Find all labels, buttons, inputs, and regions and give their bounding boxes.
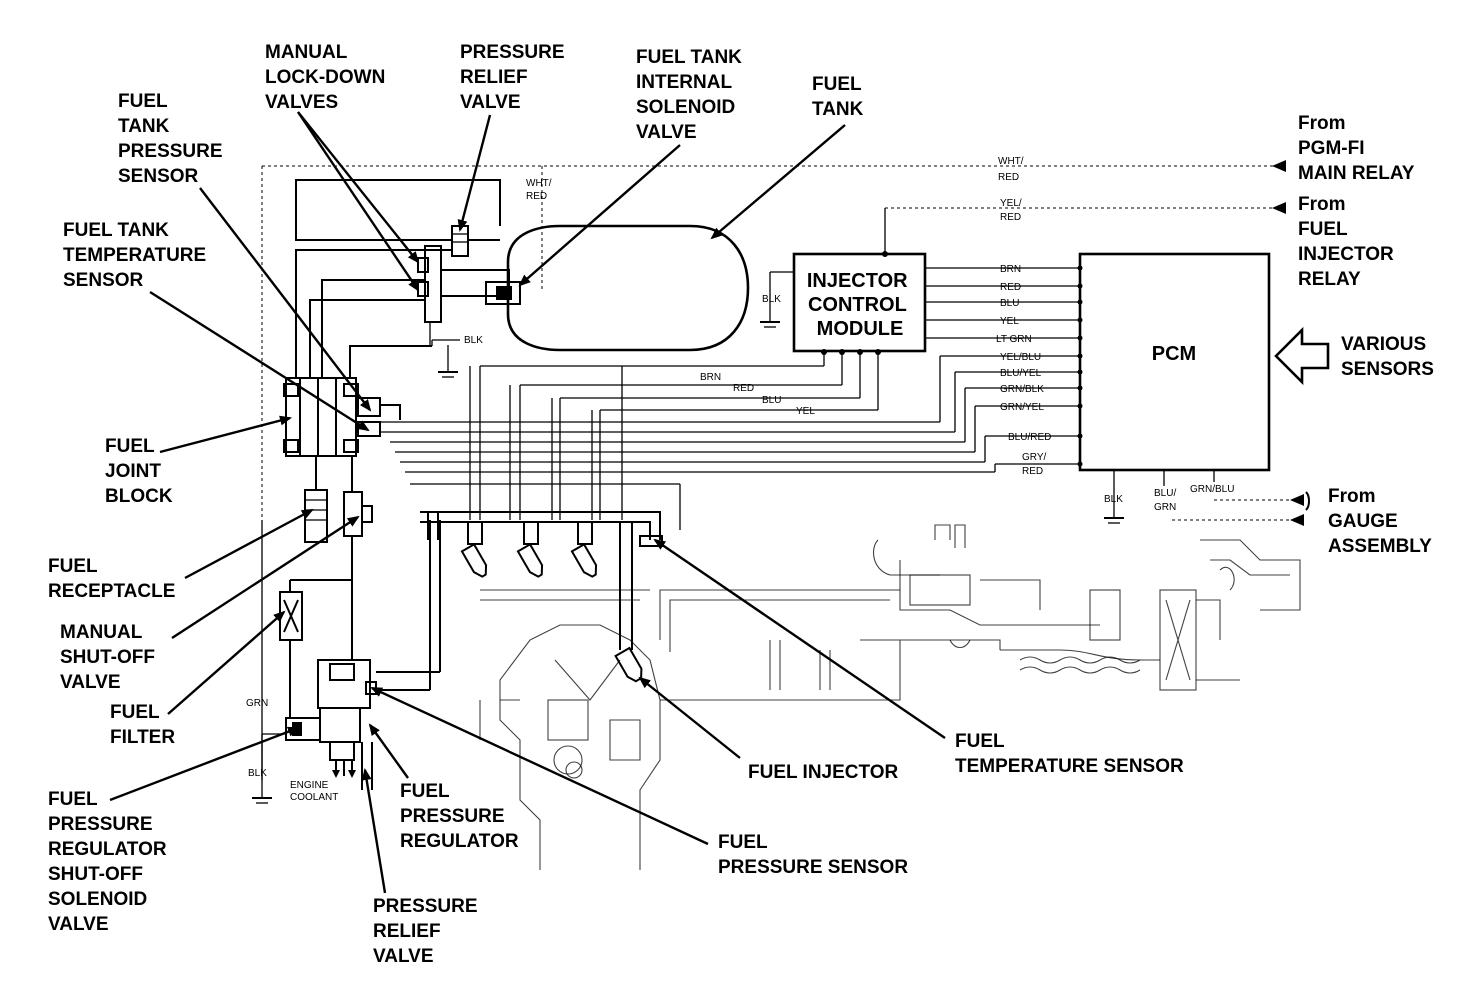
leader-fuel-receptacle bbox=[184, 508, 314, 580]
fuel-joint-block bbox=[283, 377, 401, 457]
leader-fuel-tank bbox=[710, 124, 846, 240]
wire-label-blk-icm: BLK bbox=[762, 294, 781, 305]
wire-label-grn-yel: GRN/YEL bbox=[1000, 402, 1044, 413]
wire-label-yel-red: YEL/ RED bbox=[1000, 198, 1024, 223]
label-fuel-injector: FUEL INJECTOR bbox=[748, 762, 899, 783]
wire-label-blu-yel: BLU/YEL bbox=[1000, 368, 1042, 379]
fuel-tank bbox=[506, 224, 750, 352]
leader-lock-down-valve-1 bbox=[297, 111, 420, 264]
leader-tank-solenoid bbox=[518, 144, 681, 287]
wire-label-blk-pcm: BLK bbox=[1104, 494, 1123, 505]
wire-label-blu: BLU bbox=[1000, 298, 1019, 309]
icm-pcm-wires bbox=[925, 265, 1083, 341]
manual-shut-off-valve bbox=[290, 456, 373, 581]
wire-label-grn-blu: GRN/BLU bbox=[1190, 484, 1234, 495]
label-fuel-tank-internal-solenoid-valve: FUEL TANK INTERNAL SOLENOID VALVE bbox=[636, 47, 747, 143]
wire-label-inj-yel: YEL bbox=[796, 406, 815, 417]
label-from-gauge-assembly: From GAUGE ASSEMBLY bbox=[1328, 486, 1432, 557]
tank-valve-assembly bbox=[417, 225, 521, 346]
arrow-from-main-relay bbox=[1272, 160, 1286, 172]
sensor-wire-bundle bbox=[380, 356, 996, 530]
pcm bbox=[1078, 252, 1271, 472]
leader-pressure-relief-top bbox=[457, 114, 492, 232]
fuel-injector-2 bbox=[516, 521, 544, 578]
wire-label-gry-red: GRY/ RED bbox=[1022, 452, 1049, 477]
leader-tank-pressure-sensor bbox=[199, 187, 372, 412]
label-fuel-joint-block: FUEL JOINT BLOCK bbox=[105, 436, 173, 507]
leader-fuel-temperature-sensor bbox=[653, 538, 946, 739]
label-from-fuel-injector-relay: From FUEL INJECTOR RELAY bbox=[1298, 194, 1399, 290]
label-fuel-tank-pressure-sensor: FUEL TANK PRESSURE SENSOR bbox=[118, 91, 228, 187]
label-fuel-pressure-regulator: FUEL PRESSURE REGULATOR bbox=[400, 781, 519, 852]
leader-regulator-shut-off bbox=[109, 726, 300, 802]
label-fuel-tank: FUEL TANK bbox=[812, 74, 867, 120]
wire-label-blk-tank: BLK bbox=[464, 335, 483, 346]
wire-label-wht-red-top: WHT/ RED bbox=[998, 156, 1026, 183]
label-pressure-relief-valve-top: PRESSURE RELIEF VALVE bbox=[460, 42, 570, 113]
wire-label-lt-grn: LT GRN bbox=[996, 334, 1032, 345]
various-sensors-arrow bbox=[1274, 326, 1330, 386]
injector-control-module-label: INJECTOR CONTROL MODULE bbox=[807, 270, 913, 340]
leader-pressure-relief-bottom bbox=[361, 768, 387, 894]
wire-label-inj-red: RED bbox=[733, 383, 754, 394]
wire-label-grn-blk: GRN/BLK bbox=[1000, 384, 1044, 395]
wire-label-blk-regulator: BLK bbox=[248, 768, 267, 779]
wire-label-wht-red-tank: WHT/ RED bbox=[526, 178, 554, 202]
fuel-injector-4 bbox=[614, 522, 643, 683]
leader-fuel-pressure-sensor bbox=[370, 686, 709, 846]
arrow-from-injector-relay bbox=[1272, 202, 1286, 214]
intake-exhaust-assembly bbox=[480, 524, 1301, 701]
pcm-label: PCM bbox=[1152, 343, 1196, 365]
label-fuel-pressure-regulator-shut-off-solenoid-valve: FUEL PRESSURE REGULATOR SHUT-OFF SOLENOI… bbox=[48, 789, 172, 935]
leader-fuel-joint-block bbox=[159, 415, 292, 454]
engine-cross-section bbox=[479, 624, 661, 870]
label-manual-shut-off-valve: MANUAL SHUT-OFF VALVE bbox=[60, 622, 160, 693]
fuel-filter bbox=[279, 580, 303, 718]
label-fuel-pressure-sensor: FUEL PRESSURE SENSOR bbox=[718, 832, 908, 878]
arrow-from-gauge-1 bbox=[1290, 494, 1304, 506]
wire-label-inj-blu: BLU bbox=[762, 395, 781, 406]
fuel-injector-1 bbox=[460, 521, 488, 578]
wire-label-inj-brn: BRN bbox=[700, 372, 721, 383]
leader-pressure-regulator bbox=[368, 723, 409, 779]
label-fuel-tank-temperature-sensor: FUEL TANK TEMPERATURE SENSOR bbox=[63, 220, 212, 291]
wire-label-yel-blu: YEL/BLU bbox=[1000, 352, 1041, 363]
label-fuel-filter: FUEL FILTER bbox=[110, 702, 175, 748]
regulator-assembly bbox=[285, 520, 441, 790]
wire-label-blu-red: BLU/RED bbox=[1008, 432, 1051, 443]
wire-label-blu-grn: BLU/ GRN bbox=[1154, 488, 1179, 513]
label-fuel-temperature-sensor: FUEL TEMPERATURE SENSOR bbox=[955, 731, 1184, 777]
label-various-sensors: VARIOUS SENSORS bbox=[1341, 334, 1434, 380]
fuel-receptacle bbox=[304, 456, 328, 543]
leader-fuel-filter bbox=[167, 610, 286, 715]
engine-coolant-label: ENGINE COOLANT bbox=[290, 780, 338, 803]
label-pressure-relief-valve-bottom: PRESSURE RELIEF VALVE bbox=[373, 896, 483, 967]
leader-tank-temperature-sensor bbox=[149, 290, 370, 432]
label-manual-lock-down-valves: MANUAL LOCK-DOWN VALVES bbox=[265, 42, 391, 113]
pcm-left-wires bbox=[940, 353, 1083, 467]
icm-injector-wires bbox=[480, 349, 881, 520]
wire-label-brn: BRN bbox=[1000, 264, 1021, 275]
wire-label-grn: GRN bbox=[246, 698, 268, 709]
fuel-injector-3 bbox=[570, 521, 598, 578]
arrow-from-gauge-2 bbox=[1290, 514, 1304, 526]
fuel-rail bbox=[420, 511, 663, 547]
leader-lock-down-valve-2 bbox=[297, 111, 420, 292]
wire-label-red: RED bbox=[1000, 282, 1021, 293]
leader-fuel-injector bbox=[638, 676, 741, 759]
label-fuel-receptacle: FUEL RECEPTACLE bbox=[48, 556, 175, 602]
wire-label-yel: YEL bbox=[1000, 316, 1019, 327]
leader-arrows bbox=[109, 111, 946, 894]
label-from-pgm-fi-main-relay: From PGM-FI MAIN RELAY bbox=[1298, 113, 1415, 184]
